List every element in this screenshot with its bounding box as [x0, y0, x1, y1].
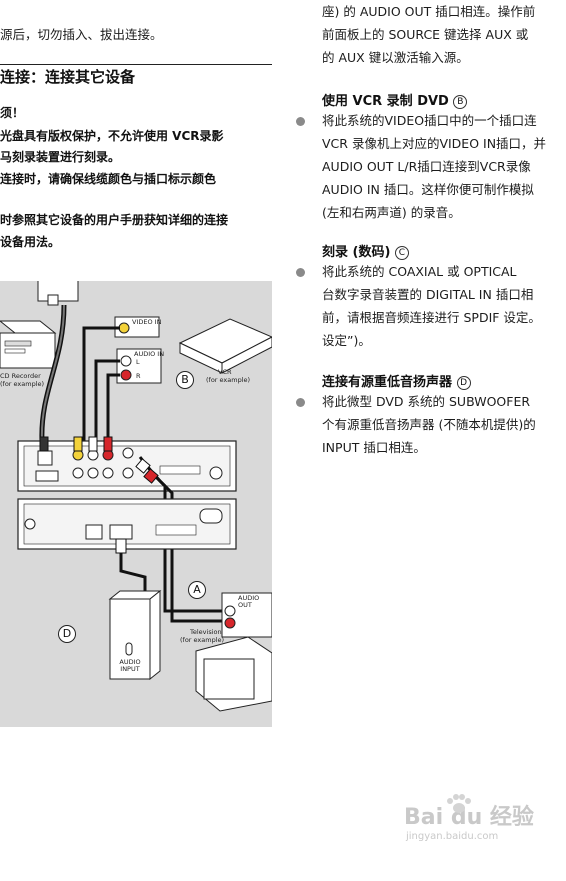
- vcr-heading: 使用 VCR 录制 DVD B: [322, 90, 468, 109]
- digital-heading-text: 刻录 (数码): [322, 245, 391, 260]
- subwoofer-line3: INPUT 插口相连。: [322, 440, 426, 455]
- paw-icon: [444, 793, 472, 813]
- television-label: Television: [190, 628, 222, 636]
- subwoofer-heading-text: 连接有源重低音扬声器: [322, 375, 453, 390]
- intro-line1: 座) 的 AUDIO OUT 插口相连。操作前: [322, 4, 536, 19]
- left-top-line: 源后，切勿插入、拔出连接。: [0, 27, 163, 42]
- vcr-label: VCR: [218, 368, 232, 376]
- notice-title: 须！: [0, 106, 25, 120]
- vcr-example-label: (for example): [206, 376, 251, 384]
- digital-line3: 前，请根据音频连接进行 SPDIF 设定。: [322, 310, 541, 325]
- notice-line3: 连接时，请确保线缆颜色与插口标示颜色: [0, 172, 217, 186]
- watermark-brand: Bai du 经验: [404, 805, 534, 830]
- marker-d: D: [58, 625, 76, 643]
- subwoofer-heading: 连接有源重低音扬声器 D: [322, 371, 471, 390]
- vcr-heading-text: 使用 VCR 录制 DVD: [322, 94, 449, 109]
- vcr-line2: VCR 录像机上对应的VIDEO IN插口，并: [322, 136, 547, 151]
- digital-heading: 刻录 (数码) C: [322, 241, 409, 260]
- subwoofer-line2: 个有源重低音扬声器 (不随本机提供)的: [322, 417, 536, 432]
- audio-in-label: AUDIO IN: [134, 350, 165, 358]
- digital-heading-letter: C: [394, 246, 409, 260]
- digital-line4: 设定”)。: [322, 333, 371, 348]
- audio-out-label: AUDIO OUT: [238, 594, 260, 609]
- vcr-line3: AUDIO OUT L/R插口连接到VCR录像: [322, 159, 531, 174]
- marker-a: A: [188, 581, 206, 599]
- vcr-line5: (左和右两声道) 的录音。: [322, 205, 461, 220]
- marker-b: B: [176, 371, 194, 389]
- digital-line2: 台数字录音装置的 DIGITAL IN 插口相: [322, 287, 534, 302]
- diagram-drawing: [0, 281, 272, 712]
- notice-line1: 光盘具有版权保护，不允许使用 VCR录影: [0, 129, 224, 143]
- audio-in-r-label: R: [136, 372, 141, 380]
- sub-input-label: AUDIO INPUT: [119, 658, 141, 673]
- connection-diagram: CD Recorder (for example) VCR (for examp…: [0, 281, 272, 727]
- watermark-url: jingyan.baidu.com: [406, 831, 499, 842]
- intro-line2: 前面板上的 SOURCE 键选择 AUX 或: [322, 27, 529, 42]
- digital-line1: 将此系统的 COAXIAL 或 OPTICAL: [322, 264, 517, 279]
- vcr-line4: AUDIO IN 插口。这样你便可制作模拟: [322, 182, 534, 197]
- cd-recorder-label: CD Recorder: [0, 372, 41, 380]
- notice-line2: 马刻录装置进行刻录。: [0, 150, 121, 164]
- tv-example-label: (for example): [180, 636, 225, 644]
- watermark: Bai du 经验 jingyan.baidu.com: [404, 794, 544, 843]
- subwoofer-heading-letter: D: [456, 376, 471, 390]
- section-title: 连接：连接其它设备: [0, 68, 136, 86]
- vcr-heading-letter: B: [453, 95, 468, 109]
- vcr-line1: 将此系统的VIDEO插口中的一个插口连: [322, 113, 537, 128]
- subwoofer-bullet: [296, 398, 305, 407]
- subwoofer-line1: 将此微型 DVD 系统的 SUBWOOFER: [322, 394, 531, 409]
- cd-example-label: (for example): [0, 380, 45, 388]
- section-rule: [0, 64, 272, 65]
- digital-bullet: [296, 268, 305, 277]
- vcr-bullet: [296, 117, 305, 126]
- notice-line4: 时参照其它设备的用户手册获知详细的连接: [0, 213, 229, 227]
- audio-in-l-label: L: [136, 358, 140, 366]
- notice-line5: 设备用法。: [0, 235, 61, 249]
- intro-line3: 的 AUX 键以激活输入源。: [322, 50, 469, 65]
- video-in-label: VIDEO IN: [132, 318, 162, 326]
